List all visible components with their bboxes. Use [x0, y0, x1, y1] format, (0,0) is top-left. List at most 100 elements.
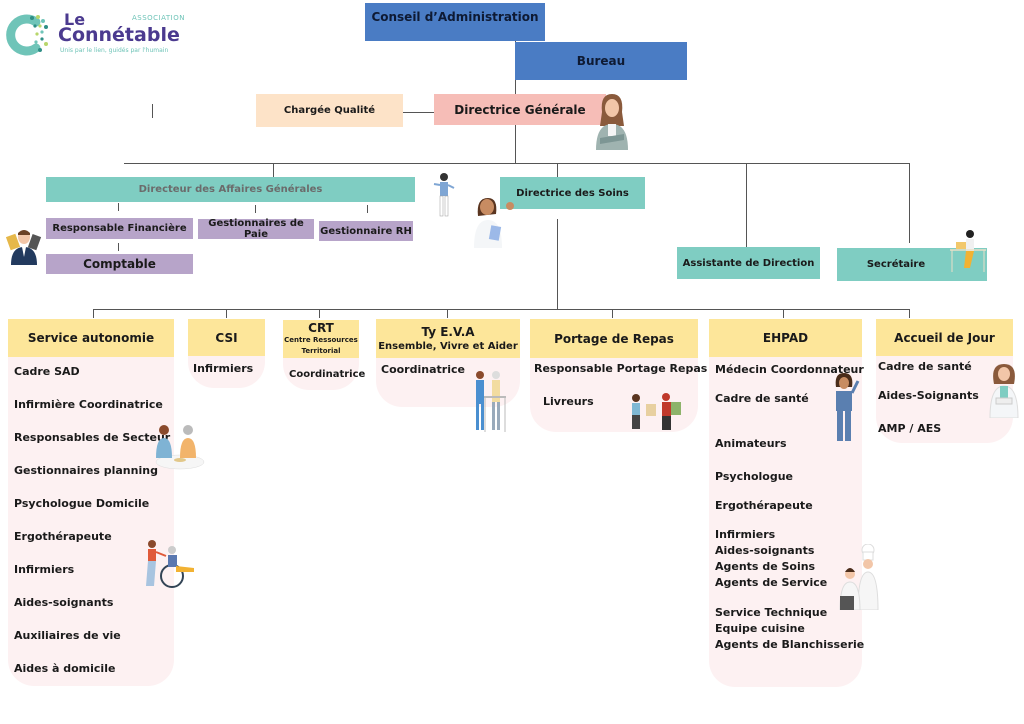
- meal-delivery-illustration-icon: [632, 393, 681, 430]
- node-label: Gestionnaire RH: [320, 225, 412, 237]
- node-label: Secrétaire: [866, 259, 926, 270]
- role-item: Gestionnaires planning: [14, 464, 158, 477]
- role-item: Cadre de santé: [878, 360, 972, 373]
- node-gestionnaire-rh: Gestionnaire RH: [319, 221, 413, 241]
- role-item: Agents de Service: [715, 576, 828, 589]
- role-item: Aides-soignants: [14, 596, 114, 609]
- logo: ASSOCIATION Le Connétable Unis par le li…: [6, 10, 186, 60]
- service-title: Portage de Repas: [554, 331, 674, 346]
- role-item: Aides à domicile: [14, 662, 116, 675]
- connector: [93, 309, 94, 318]
- role-item: Coordinatrice: [381, 363, 465, 376]
- role-item: Coordinatrice: [289, 369, 366, 380]
- doctor-illustration-icon: [474, 198, 514, 248]
- node-directeur-affaires-generales: Directeur des Affaires Générales: [46, 177, 415, 202]
- service-header-portage-repas: Portage de Repas: [530, 319, 698, 358]
- node-chargee-qualite: Chargée Qualité: [256, 94, 403, 127]
- connector: [557, 163, 558, 177]
- connector: [746, 163, 747, 247]
- node-bureau: Bureau: [515, 42, 687, 80]
- logo-name-le: Le: [64, 10, 86, 29]
- role-item: Equipe cuisine: [715, 622, 805, 635]
- service-title: EHPAD: [762, 331, 809, 345]
- role-item: Ergothérapeute: [14, 530, 112, 543]
- chefs-illustration-icon: [839, 544, 879, 610]
- logo-association: ASSOCIATION: [132, 14, 185, 22]
- role-item: Infirmiers: [715, 528, 776, 541]
- connector: [447, 309, 448, 318]
- node-label: Directeur des Affaires Générales: [138, 184, 323, 195]
- service-header-csi: CSI: [188, 319, 265, 356]
- connector: [367, 205, 368, 213]
- role-item: Ergothérapeute: [715, 499, 813, 512]
- service-card-accueil-jour: [876, 355, 1013, 443]
- node-label: Bureau: [576, 54, 626, 68]
- service-card-csi: [188, 355, 265, 388]
- connector: [612, 309, 613, 318]
- node-label: Directrice Générale: [454, 102, 586, 117]
- role-item: Infirmiers: [193, 362, 254, 375]
- node-responsable-financiere: Responsable Financière: [46, 218, 193, 239]
- service-header-crt: CRT Centre Ressources Territorial: [283, 320, 359, 358]
- connector: [93, 309, 909, 310]
- woman-director-illustration-icon: [596, 94, 628, 150]
- service-title: CRT: [308, 320, 334, 335]
- connector: [124, 163, 910, 164]
- nurse-standing-illustration-icon: [433, 173, 455, 217]
- service-header-accueil-jour: Accueil de Jour: [876, 319, 1013, 356]
- connector: [909, 163, 910, 243]
- role-item: AMP / AES: [878, 422, 942, 435]
- node-label: Conseil d’Administration: [371, 10, 539, 24]
- role-item: Cadre SAD: [14, 365, 80, 378]
- node-directrice-soins: Directrice des Soins: [500, 177, 645, 209]
- role-item: Infirmiers: [14, 563, 75, 576]
- connector: [152, 104, 153, 118]
- role-item: Responsable Portage Repas: [534, 362, 708, 375]
- walker-assist-illustration-icon: [476, 371, 506, 432]
- node-label: Assistante de Direction: [682, 257, 815, 269]
- node-comptable: Comptable: [46, 254, 193, 274]
- doctor-woman-illustration-icon: [989, 364, 1019, 418]
- role-item: Aides-Soignants: [878, 389, 979, 402]
- role-item: Cadre de santé: [715, 392, 809, 405]
- role-item: Agents de Blanchisserie: [715, 638, 865, 651]
- node-label: Comptable: [83, 257, 156, 271]
- logo-name: Connétable: [58, 24, 180, 46]
- role-item: Service Technique: [715, 606, 828, 619]
- service-header-ehpad: EHPAD: [709, 319, 862, 357]
- connector: [403, 112, 434, 113]
- role-item: Psychologue: [715, 470, 793, 483]
- service-title: CSI: [215, 330, 238, 345]
- connector: [226, 309, 227, 318]
- node-conseil-administration: Conseil d’Administration: [365, 3, 545, 41]
- connector: [273, 163, 274, 177]
- service-title: Service autonomie: [27, 331, 155, 345]
- service-header-ty-eva: Ty E.V.A Ensemble, Vivre et Aider: [376, 319, 520, 358]
- role-item: Médecin Coordonnateur: [715, 363, 864, 376]
- connector: [255, 205, 256, 213]
- service-card-service-autonomie: [8, 356, 174, 686]
- service-title: Accueil de Jour: [894, 330, 995, 345]
- role-item: Responsables de Secteur: [14, 431, 171, 444]
- service-title: Ty E.V.A: [421, 324, 475, 339]
- secretary-illustration-icon: [950, 230, 986, 272]
- service-card-crt: [283, 357, 359, 390]
- caregiver-feeding-illustration-icon: [155, 425, 205, 470]
- connector: [118, 243, 119, 251]
- logo-mark-icon: [6, 14, 48, 56]
- accountant-illustration-icon: [6, 230, 42, 265]
- connector: [319, 309, 320, 318]
- node-label: Gestionnaires de Paie: [208, 218, 304, 240]
- node-label: Responsable Financière: [52, 223, 187, 234]
- role-item: Psychologue Domicile: [14, 497, 150, 510]
- node-label: Chargée Qualité: [283, 105, 376, 116]
- node-assistante-direction: Assistante de Direction: [677, 247, 820, 279]
- connector: [557, 219, 558, 309]
- service-subtitle: Centre Ressources Territorial: [284, 335, 358, 355]
- logo-tagline: Unis par le lien, guidés par l'humain: [60, 47, 169, 54]
- service-card-ehpad: [709, 357, 862, 687]
- role-item: Infirmière Coordinatrice: [14, 398, 163, 411]
- connector: [118, 203, 119, 211]
- role-item: Agents de Soins: [715, 560, 816, 573]
- connector: [909, 309, 910, 318]
